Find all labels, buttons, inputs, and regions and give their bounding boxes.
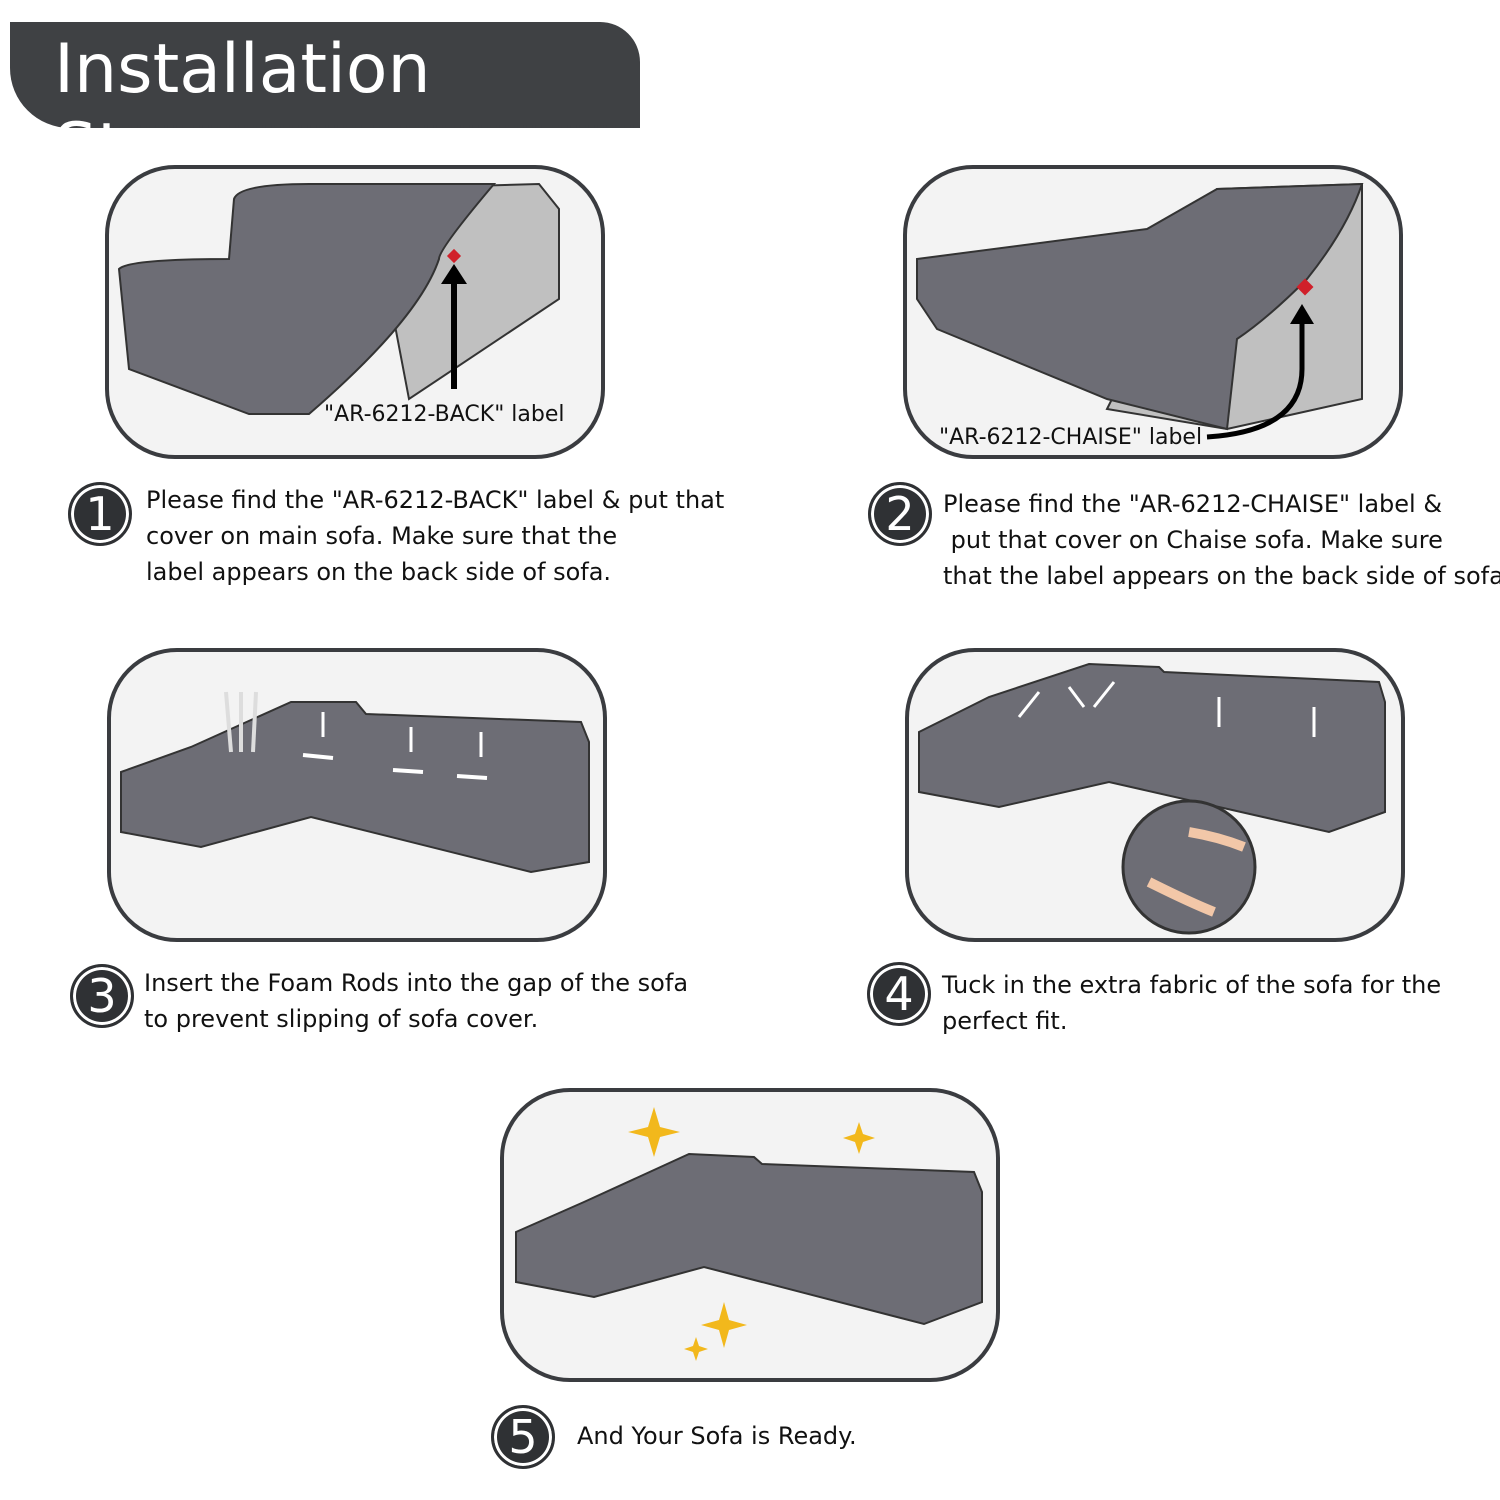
step-4-illustration <box>905 648 1405 942</box>
step-text-line: And Your Sofa is Ready. <box>577 1422 857 1450</box>
step-text-line: Tuck in the extra fabric of the sofa for… <box>942 971 1442 999</box>
step-3-number: 3 <box>70 964 134 1028</box>
step-5-number: 5 <box>491 1405 555 1469</box>
step-4-text: Tuck in the extra fabric of the sofa for… <box>942 967 1441 1039</box>
step-1-illustration: "AR-6212-BACK" label <box>105 165 605 459</box>
step-text-line: label appears on the back side of sofa. <box>146 558 612 586</box>
step-2-number: 2 <box>868 482 932 546</box>
step-5-text: And Your Sofa is Ready. <box>577 1418 857 1454</box>
chaise-label-caption: "AR-6212-CHAISE" label <box>939 425 1202 450</box>
title-banner: Installation Steps <box>10 22 640 188</box>
step-5-illustration <box>500 1088 1000 1382</box>
step-text-line: cover on main sofa. Make sure that the <box>146 522 618 550</box>
step-text-line: that the label appears on the back side … <box>943 562 1500 590</box>
step-3-illustration <box>107 648 607 942</box>
step-4-number: 4 <box>867 962 931 1026</box>
step-2-text: Please find the "AR-6212-CHAISE" label &… <box>943 486 1500 594</box>
back-label-caption: "AR-6212-BACK" label <box>324 402 565 427</box>
step-3-text: Insert the Foam Rods into the gap of the… <box>144 965 688 1037</box>
step-2-illustration: "AR-6212-CHAISE" label <box>903 165 1403 459</box>
step-text-line: perfect fit. <box>942 1007 1068 1035</box>
page-title: Installation Steps <box>54 30 431 188</box>
step-1-number: 1 <box>68 482 132 546</box>
step-text-line: Insert the Foam Rods into the gap of the… <box>144 969 689 997</box>
step-text-line: to prevent slipping of sofa cover. <box>144 1005 539 1033</box>
step-text-line: Please find the "AR-6212-BACK" label & p… <box>146 486 725 514</box>
step-text-line: put that cover on Chaise sofa. Make sure <box>943 526 1443 554</box>
step-1-text: Please find the "AR-6212-BACK" label & p… <box>146 482 724 590</box>
step-text-line: Please find the "AR-6212-CHAISE" label & <box>943 490 1443 518</box>
